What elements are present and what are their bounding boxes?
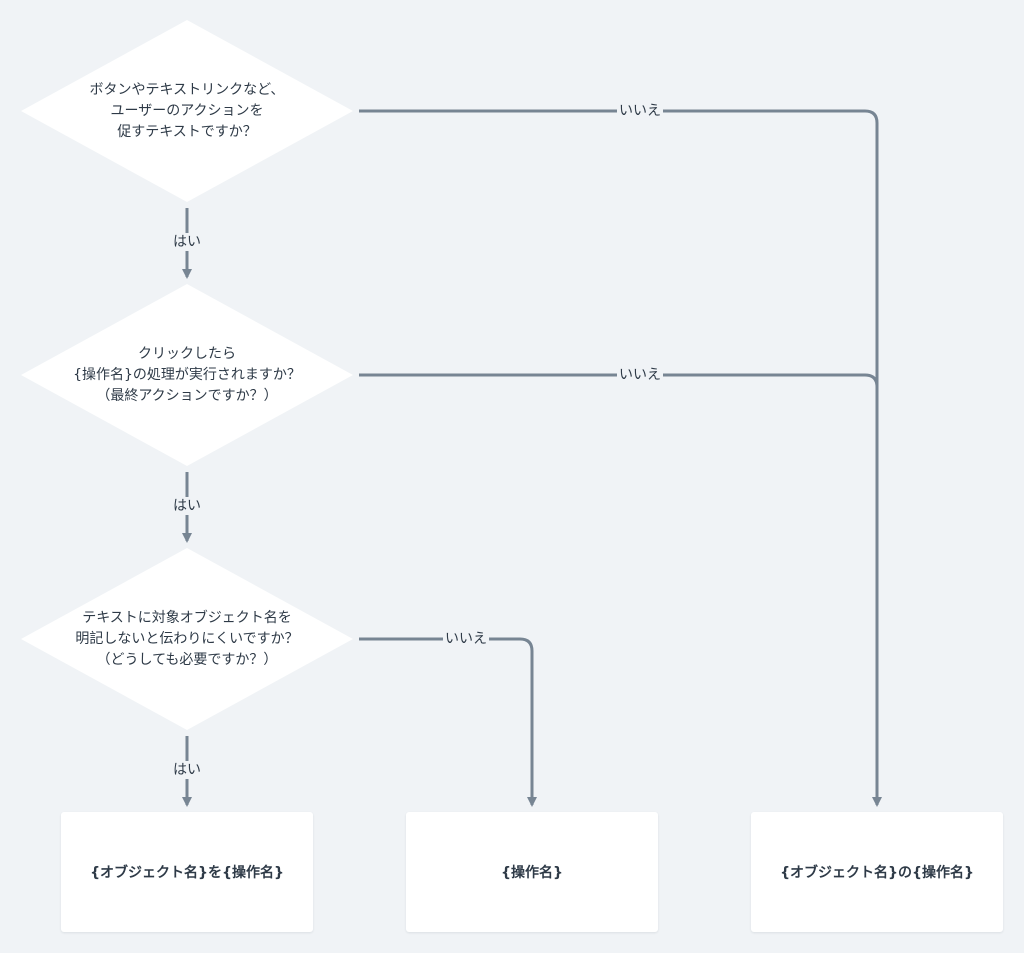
result-text-1: {オブジェクト名}を{操作名} <box>90 865 284 881</box>
decision-diamond-1 <box>21 20 353 202</box>
result-box-object-no-operation: {オブジェクト名}の{操作名} <box>751 812 1003 932</box>
decision-text-3: テキストに対象オブジェクト名を 明記しないと伝わりにくいですか？ （どうしても必… <box>75 610 299 668</box>
result-text-3: {オブジェクト名}の{操作名} <box>780 865 974 881</box>
no-connector-1 <box>359 109 882 807</box>
yes-label-2: はい <box>171 497 203 515</box>
result-box-object-operation: {オブジェクト名}を{操作名} <box>61 812 313 932</box>
yes-label-3: はい <box>171 761 203 779</box>
no-connector-2 <box>359 373 879 388</box>
no-label-1: いいえ <box>617 102 663 120</box>
decision-text-1: ボタンやテキストリンクなど、 ユーザーのアクションを 促すテキストですか？ <box>89 82 285 140</box>
no-label-3: いいえ <box>443 630 489 648</box>
result-box-operation: {操作名} <box>406 812 658 932</box>
decision-text-2: クリックしたら {操作名}の処理が実行されますか？ （最終アクションですか？） <box>73 346 301 404</box>
yes-label-1: はい <box>171 233 203 251</box>
decision-diamond-2 <box>21 284 353 466</box>
no-connector-3 <box>359 637 537 807</box>
result-text-2: {操作名} <box>501 865 563 881</box>
decision-diamond-3 <box>21 548 353 730</box>
no-label-2: いいえ <box>617 366 663 384</box>
